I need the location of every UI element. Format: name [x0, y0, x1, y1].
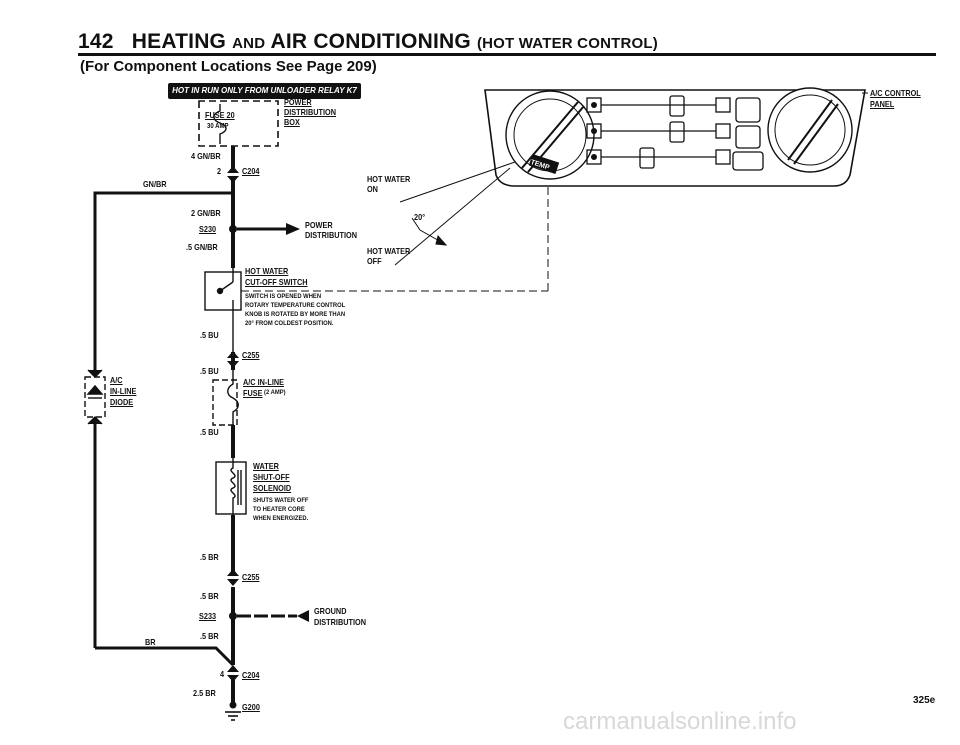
connector-c204-top: [227, 166, 239, 183]
ground-distribution-2: DISTRIBUTION: [314, 617, 366, 627]
knob-angle-indicator: [394, 161, 516, 266]
switch-name-1: HOT WATER: [245, 266, 289, 276]
wire-05-bu-1: .5 BU: [200, 330, 219, 340]
solenoid-note-2: TO HEATER CORE: [253, 506, 305, 513]
ac-control-panel-label-2: PANEL: [870, 99, 895, 109]
ac-inline-fuse-label: FUSE: [243, 388, 263, 398]
title-and: AND: [232, 35, 266, 52]
solenoid-label-2: SHUT-OFF: [253, 472, 290, 482]
c204-bottom-pin: 4: [220, 669, 225, 679]
power-box-label-3: BOX: [284, 117, 300, 127]
connector-c255-bottom: [227, 569, 239, 586]
hot-water-on-2: ON: [367, 184, 378, 194]
c255-bottom-label: C255: [242, 572, 260, 582]
fuse-20-rating: 30 AMP: [207, 123, 229, 130]
c204-bottom-label: C204: [242, 670, 260, 680]
s230-label: S230: [199, 224, 217, 234]
power-distribution-1: POWER: [305, 220, 333, 230]
solenoid-note-3: WHEN ENERGIZED.: [253, 515, 309, 522]
br-left-label: BR: [145, 637, 156, 647]
switch-note-2: ROTARY TEMPERATURE CONTROL: [245, 302, 346, 309]
page-number-title: 142: [78, 30, 114, 53]
solenoid-note-1: SHUTS WATER OFF: [253, 497, 309, 504]
wire-05-bu-2: .5 BU: [200, 366, 219, 376]
power-box-label-1: POWER: [284, 97, 312, 107]
switch-note-1: SWITCH IS OPENED WHEN: [245, 293, 322, 300]
g200-label: G200: [242, 702, 260, 712]
wire-05-br-3: .5 BR: [200, 631, 219, 641]
diode-label-2: IN-LINE: [110, 386, 137, 396]
diode-label-3: DIODE: [110, 397, 134, 407]
ground-distribution-1: GROUND: [314, 606, 347, 616]
solenoid-label-3: SOLENOID: [253, 483, 292, 493]
ac-inline-diode: [84, 369, 106, 425]
splice-s233: [229, 610, 309, 622]
connector-c204-bottom: [227, 665, 239, 682]
switch-note-4: 20° FROM COLDEST POSITION.: [245, 320, 334, 327]
title-air-conditioning: AIR CONDITIONING: [270, 30, 471, 53]
ground-g200-symbol: [225, 701, 241, 721]
ac-inline-fuse-name: A/C IN-LINE: [243, 377, 285, 387]
switch-name-2: CUT-OFF SWITCH: [245, 277, 308, 287]
fuse-20-symbol: [213, 104, 227, 144]
c204-top-pin: 2: [217, 166, 222, 176]
power-box-label-2: DISTRIBUTION: [284, 107, 336, 117]
title-heating: HEATING: [131, 30, 227, 53]
watermark: carmanualsonline.info: [563, 708, 797, 735]
wire-05-bu-3: .5 BU: [200, 427, 219, 437]
switch-note-3: KNOB IS ROTATED BY MORE THAN: [245, 311, 346, 318]
wire-05-br-1: .5 BR: [200, 552, 219, 562]
power-distribution-2: DISTRIBUTION: [305, 230, 357, 240]
hot-water-off-1: HOT WATER: [367, 246, 411, 256]
wire-2-gn-br: 2 GN/BR: [191, 208, 221, 218]
ac-inline-fuse: [212, 370, 239, 426]
fuse-20-label: FUSE 20: [205, 110, 235, 120]
knob-angle-label: 20°: [414, 212, 426, 222]
gn-br-left-label: GN/BR: [143, 179, 167, 189]
diode-label-1: A/C: [110, 375, 123, 385]
hot-water-on-1: HOT WATER: [367, 174, 411, 184]
c255-top-label: C255: [242, 350, 260, 360]
wire-25-br: 2.5 BR: [193, 688, 216, 698]
ac-control-panel: [484, 87, 866, 187]
title-hot-water-control: (HOT WATER CONTROL): [476, 35, 658, 52]
wire-05-gn-br: .5 GN/BR: [186, 242, 218, 252]
splice-s230: [229, 223, 300, 235]
connector-c255-top: [227, 351, 239, 368]
c204-top-label: C204: [242, 166, 260, 176]
wire-4-gn-br: 4 GN/BR: [191, 151, 221, 161]
page-code: 325e: [913, 695, 936, 706]
page-title: 142 HEATING AND AIR CONDITIONING (HOT WA…: [78, 30, 658, 54]
s233-label: S233: [199, 611, 217, 621]
ac-control-panel-label-1: A/C CONTROL: [870, 88, 921, 98]
wire-05-br-2: .5 BR: [200, 591, 219, 601]
solenoid-label-1: WATER: [253, 461, 279, 471]
gn-br-loop-wire: [93, 191, 235, 667]
hot-in-run-banner: HOT IN RUN ONLY FROM UNLOADER RELAY K7: [168, 83, 361, 99]
power-distribution-box: [198, 100, 279, 147]
subtitle: (For Component Locations See Page 209): [80, 58, 377, 75]
ac-inline-fuse-rating: (2 AMP): [264, 389, 286, 396]
title-rule: [78, 53, 936, 56]
hot-water-off-2: OFF: [367, 256, 382, 266]
water-shutoff-solenoid: [215, 458, 247, 515]
